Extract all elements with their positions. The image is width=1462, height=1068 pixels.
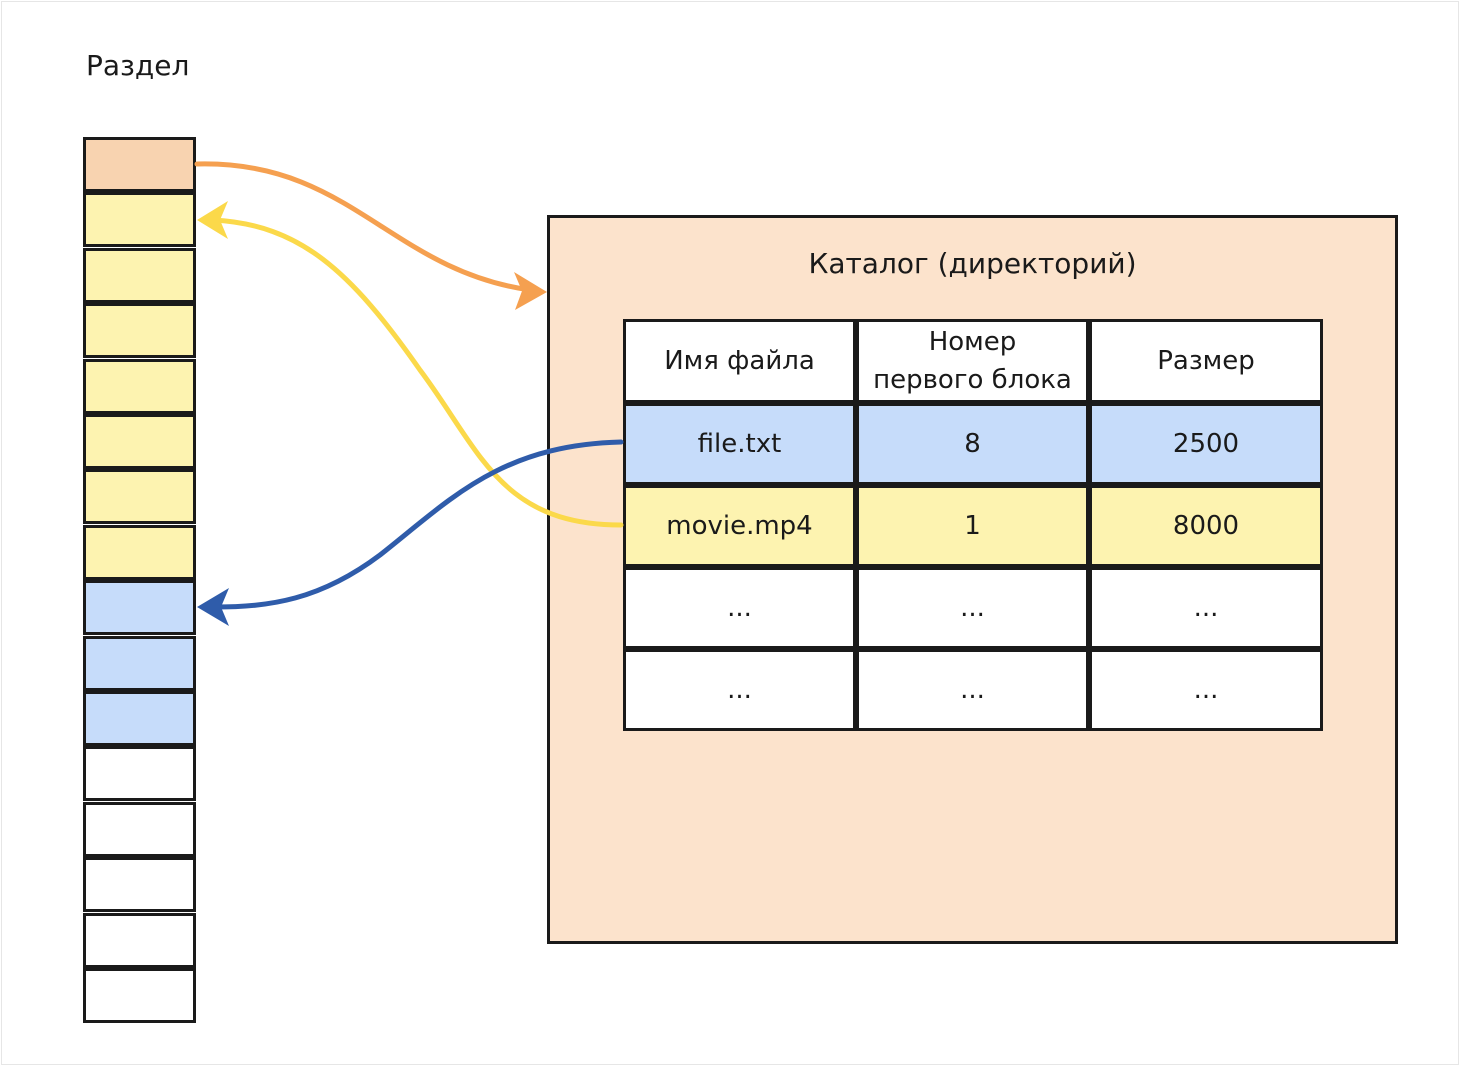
table-cell-size: ... [1089, 567, 1323, 649]
partition-block-8 [83, 580, 196, 636]
table-cell-name: movie.mp4 [623, 485, 856, 567]
table-cell-first-block: 8 [856, 403, 1089, 485]
header-size: Размер [1089, 319, 1323, 403]
table-cell-size: 2500 [1089, 403, 1323, 485]
table-cell-first-block: 1 [856, 485, 1089, 567]
partition-block-9 [83, 635, 196, 691]
partition-block-6 [83, 469, 196, 525]
partition-block-1 [83, 192, 196, 248]
partition-block-5 [83, 414, 196, 469]
partition-block-12 [83, 801, 196, 857]
table-cell-name: ... [623, 649, 856, 731]
table-cell-first-block: ... [856, 649, 1089, 731]
catalog-title: Каталог (директорий) [808, 247, 1137, 280]
partition-label: Раздел [86, 49, 190, 82]
partition-block-7 [83, 524, 196, 580]
table-cell-name: ... [623, 567, 856, 649]
partition-block-14 [83, 912, 196, 968]
partition-block-10 [83, 691, 196, 746]
table-cell-first-block: ... [856, 567, 1089, 649]
partition-block-2 [83, 247, 196, 303]
table-cell-size: 8000 [1089, 485, 1323, 567]
table-cell-name: file.txt [623, 403, 856, 485]
partition-block-13 [83, 857, 196, 913]
partition-block-3 [83, 303, 196, 359]
header-first-block: Номер первого блока [856, 319, 1089, 403]
partition-strip [83, 137, 196, 1023]
partition-block-0 [83, 137, 196, 192]
partition-block-15 [83, 968, 196, 1023]
partition-block-4 [83, 358, 196, 414]
partition-block-11 [83, 746, 196, 802]
header-file-name: Имя файла [623, 319, 856, 403]
table-cell-size: ... [1089, 649, 1323, 731]
